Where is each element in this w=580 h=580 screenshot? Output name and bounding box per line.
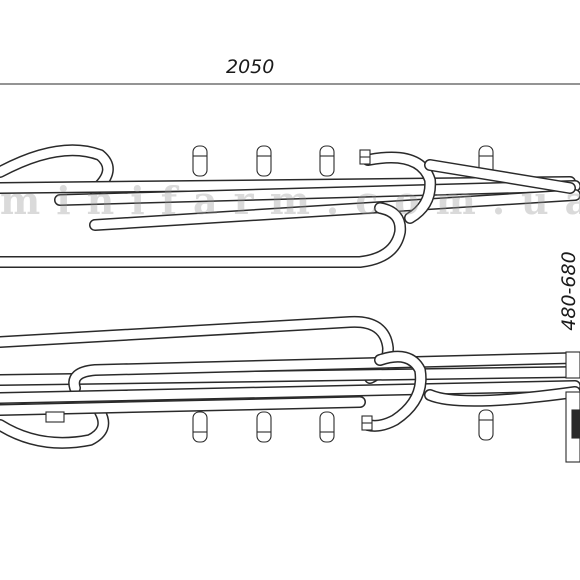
lower-feeder [0,315,580,463]
lower-tubes [0,315,580,449]
upper-tubes [0,144,580,268]
upper-pegs [192,145,494,177]
upper-bracket [359,149,371,165]
upper-feeder [0,144,580,268]
wall-mount-bracket [45,351,580,463]
watermark-text: minifarm.com.ua [0,178,580,223]
lower-pegs [192,409,494,443]
height-dimension-label: 480-680 [558,251,580,331]
width-dimension-label: 2050 [226,56,275,78]
